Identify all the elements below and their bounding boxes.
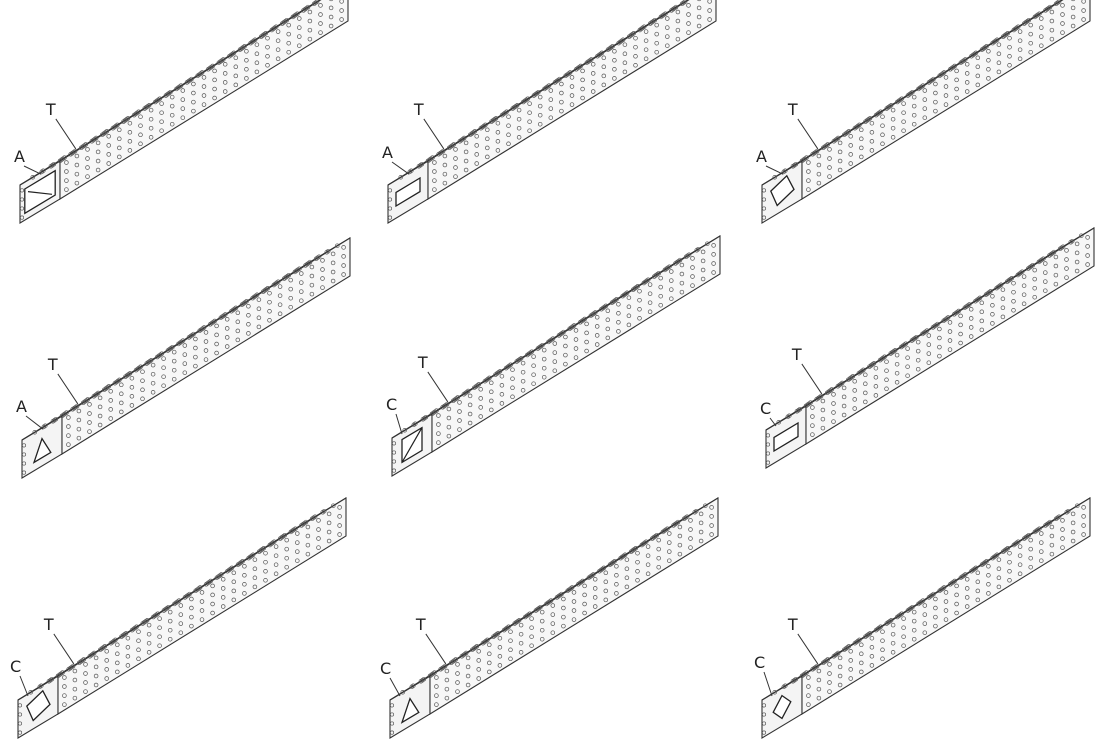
leader-line-t xyxy=(423,118,445,150)
beam-panel-p1: TA xyxy=(14,0,349,224)
beam-panel-p8: TC xyxy=(380,497,719,739)
leader-line-c xyxy=(389,677,401,697)
label-t: T xyxy=(417,353,428,372)
leader-line-t xyxy=(427,371,449,403)
leader-line-a xyxy=(23,165,42,175)
perforation-dots xyxy=(391,241,716,473)
leader-line-t xyxy=(797,633,819,665)
opening-outline xyxy=(26,689,51,722)
label-c: C xyxy=(754,653,765,672)
perforation-dots xyxy=(19,0,344,220)
side-face xyxy=(805,227,1095,445)
perforation-dots xyxy=(761,0,1086,220)
perforation-dots xyxy=(389,503,714,735)
label-c: C xyxy=(760,399,771,418)
opening-outline xyxy=(772,694,792,720)
opening-diagonal xyxy=(27,191,53,195)
opening-outline xyxy=(400,697,420,724)
beam-panel-p4: TA xyxy=(16,237,351,479)
label-t: T xyxy=(791,345,802,364)
side-face xyxy=(801,0,1091,200)
perforation-dots xyxy=(765,233,1090,465)
leader-line-a xyxy=(765,165,784,175)
side-face xyxy=(429,497,719,715)
beam-panel-p9: TC xyxy=(754,497,1091,739)
label-c: C xyxy=(380,659,391,678)
leader-line-c xyxy=(19,675,29,697)
opening-outline xyxy=(32,437,52,464)
leader-line-c xyxy=(395,413,403,435)
leader-line-c xyxy=(763,671,773,697)
beam-panel-p5: TC xyxy=(386,235,721,477)
beam-panel-p6: TC xyxy=(760,227,1095,469)
label-t: T xyxy=(43,615,54,634)
side-face xyxy=(59,0,349,200)
label-c: C xyxy=(10,657,21,676)
leader-line-a xyxy=(25,415,44,430)
side-face xyxy=(431,235,721,453)
leader-line-a xyxy=(391,161,410,175)
opening-outline xyxy=(770,174,795,207)
leader-line-t xyxy=(55,118,77,150)
perforation-dots xyxy=(387,0,712,220)
label-t: T xyxy=(47,355,58,374)
side-face xyxy=(427,0,717,200)
leader-line-t xyxy=(425,633,447,665)
opening-outline xyxy=(395,176,421,208)
label-a: A xyxy=(14,147,25,166)
opening-diagonal xyxy=(401,427,423,463)
label-a: A xyxy=(16,397,27,416)
opening-outline xyxy=(773,421,799,453)
label-c: C xyxy=(386,395,397,414)
leader-line-t xyxy=(801,363,823,395)
side-face xyxy=(801,497,1091,715)
label-a: A xyxy=(756,147,767,166)
beam-panel-p3: TA xyxy=(756,0,1091,224)
leader-line-t xyxy=(797,118,819,150)
leader-line-t xyxy=(57,373,79,405)
label-t: T xyxy=(413,100,424,119)
leader-line-c xyxy=(769,417,777,427)
beam-panel-p2: TA xyxy=(382,0,717,224)
beam-panel-p7: TC xyxy=(10,497,347,739)
leader-line-t xyxy=(53,633,75,665)
opening-outline xyxy=(24,169,56,215)
label-t: T xyxy=(45,100,56,119)
side-face xyxy=(57,497,347,715)
label-a: A xyxy=(382,143,393,162)
perforation-dots xyxy=(761,503,1086,735)
perforation-dots xyxy=(21,243,346,475)
label-t: T xyxy=(787,100,798,119)
label-t: T xyxy=(415,615,426,634)
perforation-dots xyxy=(17,503,342,735)
side-face xyxy=(61,237,351,455)
label-t: T xyxy=(787,615,798,634)
